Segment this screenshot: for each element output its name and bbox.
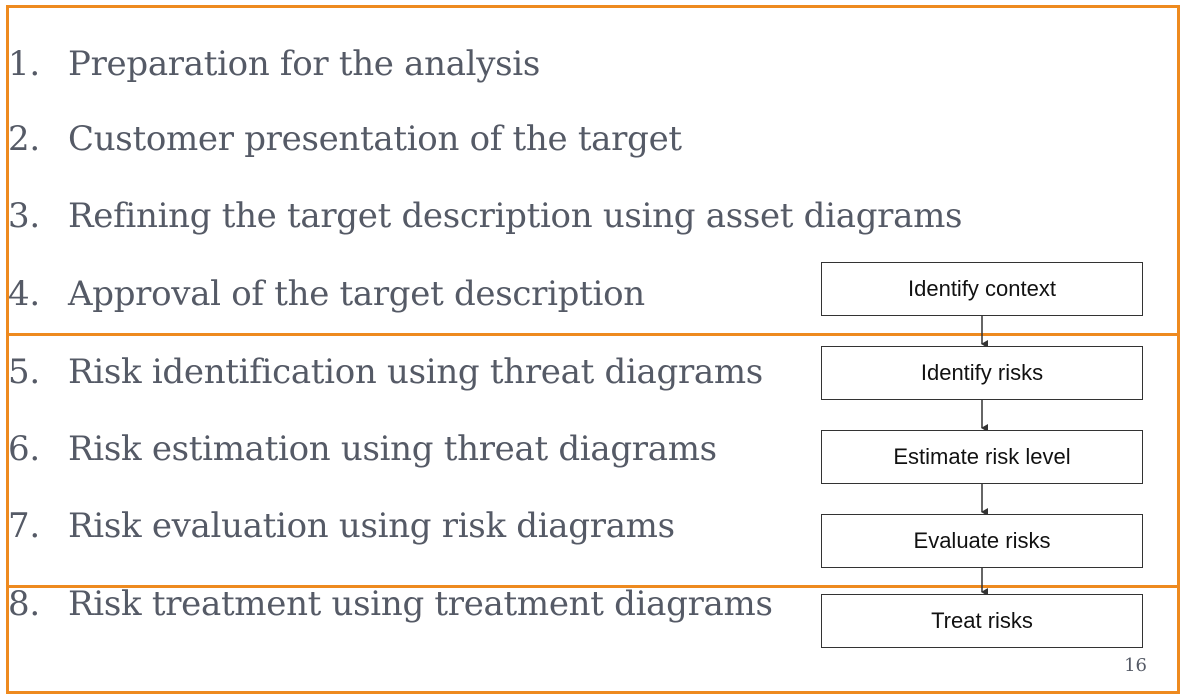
step-number: 4. xyxy=(8,274,40,314)
step-text: Risk evaluation using risk diagrams xyxy=(68,506,675,546)
step-2: 2. Customer presentation of the target xyxy=(8,119,682,159)
step-text: Risk treatment using treatment diagrams xyxy=(68,584,773,624)
step-text: Refining the target description using as… xyxy=(68,196,963,236)
box-identify-risks: Identify risks xyxy=(821,346,1143,400)
step-number: 3. xyxy=(8,196,40,236)
box-treat-risks: Treat risks xyxy=(821,594,1143,648)
step-5: 5. Risk identification using threat diagr… xyxy=(8,352,763,392)
step-number: 2. xyxy=(8,119,40,159)
treatment-phase-frame xyxy=(6,585,1180,694)
box-identify-context: Identify context xyxy=(821,262,1143,316)
step-text: Customer presentation of the target xyxy=(68,119,682,159)
step-4: 4. Approval of the target description xyxy=(8,274,645,314)
step-number: 1. xyxy=(8,44,40,84)
box-evaluate-risks: Evaluate risks xyxy=(821,514,1143,568)
step-text: Preparation for the analysis xyxy=(68,44,541,84)
step-7: 7. Risk evaluation using risk diagrams xyxy=(8,506,675,546)
step-3: 3. Refining the target description using … xyxy=(8,196,962,236)
step-text: Risk estimation using threat diagrams xyxy=(68,429,717,469)
step-text: Approval of the target description xyxy=(68,274,645,314)
page-number: 16 xyxy=(1124,655,1147,676)
step-number: 6. xyxy=(8,429,40,469)
step-8: 8. Risk treatment using treatment diagram… xyxy=(8,584,773,624)
step-number: 7. xyxy=(8,506,40,546)
step-number: 8. xyxy=(8,584,40,624)
step-6: 6. Risk estimation using threat diagrams xyxy=(8,429,717,469)
step-number: 5. xyxy=(8,352,40,392)
box-estimate-risk-level: Estimate risk level xyxy=(821,430,1143,484)
step-text: Risk identification using threat diagram… xyxy=(68,352,763,392)
step-1: 1. Preparation for the analysis xyxy=(8,44,540,84)
